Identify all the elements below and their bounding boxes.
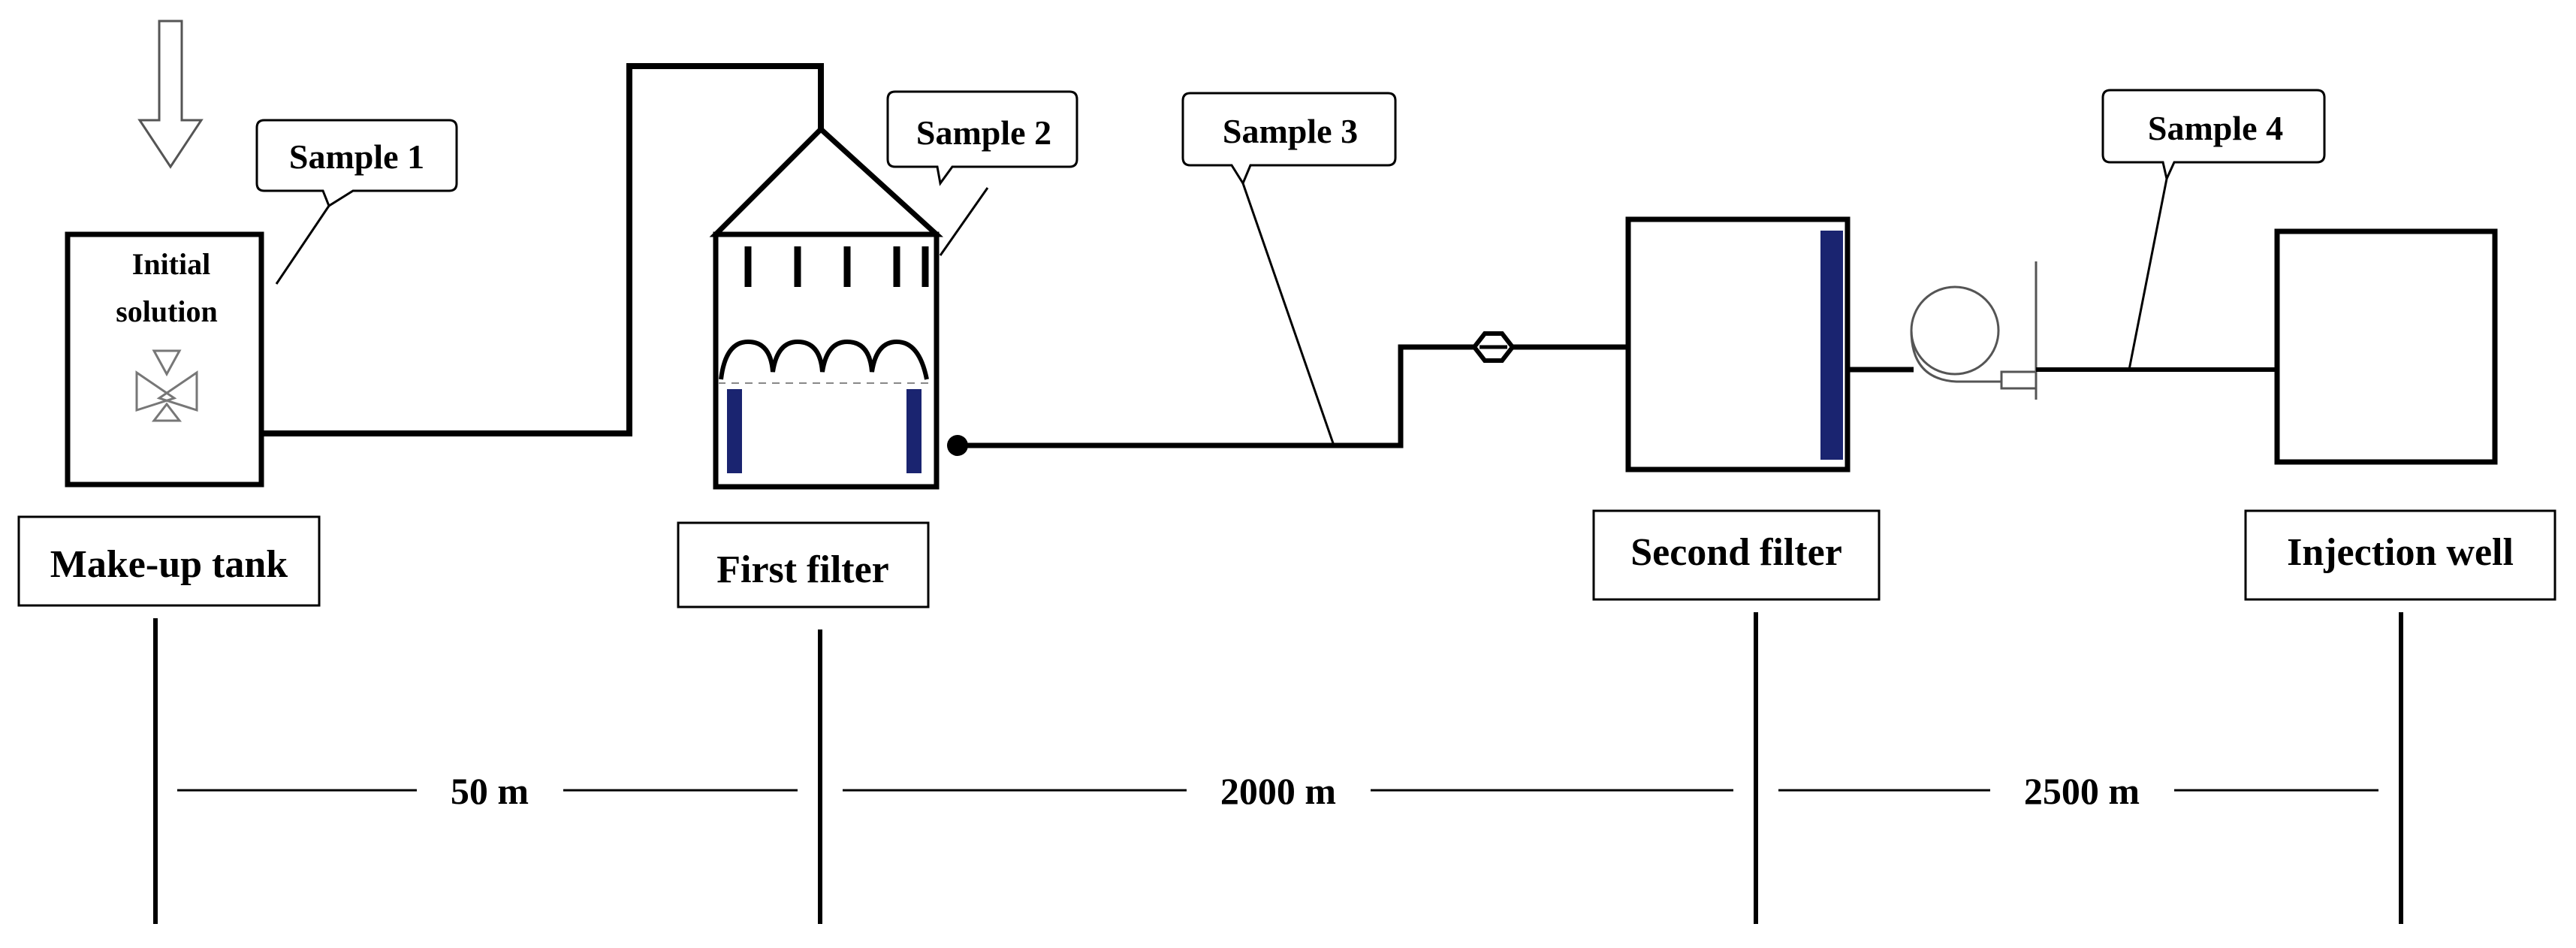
second-filter-unit bbox=[1625, 216, 1851, 472]
pipe-tank-to-first-filter bbox=[261, 63, 824, 436]
sample3-callout: Sample 3 bbox=[1181, 92, 1397, 444]
makeup-tank-label-box bbox=[17, 515, 321, 607]
injection-well-unit bbox=[2274, 228, 2498, 465]
initial-solution-label-2: solution bbox=[116, 294, 218, 328]
distance-label-3: 2500 m bbox=[2024, 770, 2140, 812]
makeup-tank-vessel bbox=[65, 231, 264, 488]
first-filter-unit bbox=[709, 125, 944, 490]
second-filter-element bbox=[1820, 231, 1843, 460]
makeup-tank-label: Make-up tank bbox=[50, 543, 288, 586]
distance-label-1: 50 m bbox=[451, 770, 529, 812]
sample1-label: Sample 1 bbox=[289, 137, 424, 176]
pump-icon bbox=[1910, 261, 2038, 400]
mixer-icon bbox=[135, 349, 198, 422]
injection-well-label: Injection well bbox=[2287, 531, 2514, 574]
arrow-down-icon bbox=[137, 20, 204, 169]
valve-icon bbox=[1471, 331, 1516, 363]
sample1-callout: Sample 1 bbox=[255, 119, 458, 285]
first-filter-label-box bbox=[677, 521, 930, 608]
first-filter-element-left bbox=[727, 389, 742, 473]
second-filter-label-box bbox=[1592, 509, 1881, 601]
distance-label-2: 2000 m bbox=[1220, 770, 1336, 812]
first-filter-label: First filter bbox=[716, 548, 889, 591]
sample4-label: Sample 4 bbox=[2148, 109, 2283, 147]
second-filter-label: Second filter bbox=[1630, 531, 1842, 574]
first-filter-element-right bbox=[906, 389, 922, 473]
sample2-callout: Sample 2 bbox=[886, 90, 1078, 256]
sample3-label: Sample 3 bbox=[1223, 112, 1358, 150]
sample2-label: Sample 2 bbox=[916, 113, 1051, 152]
initial-solution-label-1: Initial bbox=[132, 247, 210, 281]
injection-well-label-box bbox=[2244, 509, 2556, 601]
sample4-callout: Sample 4 bbox=[2101, 89, 2326, 370]
